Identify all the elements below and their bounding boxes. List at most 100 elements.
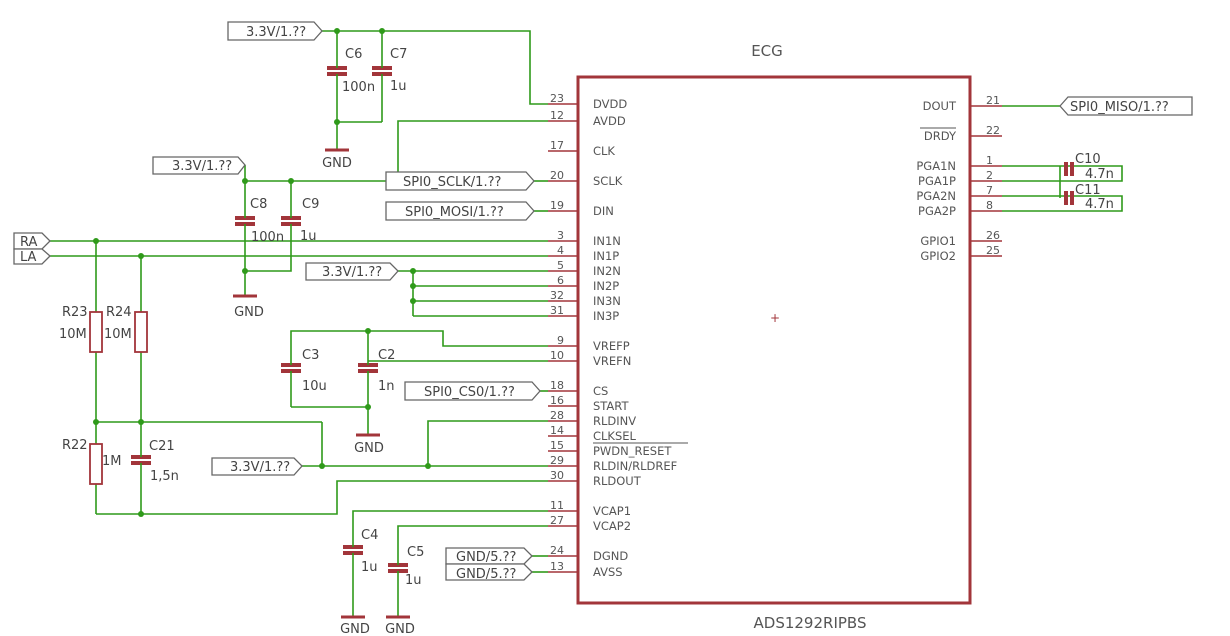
wires: [50, 30, 1123, 617]
ic-pin-in3p[interactable]: 31 IN3P: [548, 304, 619, 323]
pin-number: 10: [550, 349, 564, 362]
capacitor-c11[interactable]: C11 4.7n: [1064, 183, 1114, 212]
ground-symbol: GND: [322, 148, 352, 171]
svg-text:LA: LA: [20, 250, 37, 265]
capacitor-c7[interactable]: C7 1u: [372, 47, 407, 94]
svg-text:C10: C10: [1075, 152, 1101, 167]
pin-name: PGA1N: [916, 159, 956, 173]
flag-vdd-rld[interactable]: 3.3V/1.??: [211, 457, 303, 476]
flag-mosi[interactable]: SPI0_MOSI/1.??: [385, 201, 535, 221]
pin-name: IN1P: [593, 249, 619, 263]
resistor-r22[interactable]: R22 1M: [62, 438, 122, 485]
pin-name: START: [593, 399, 629, 413]
flag-vdd-in2[interactable]: 3.3V/1.??: [305, 262, 399, 281]
svg-text:R24: R24: [106, 305, 132, 320]
pin-name: IN1N: [593, 234, 621, 248]
svg-text:4.7n: 4.7n: [1085, 197, 1114, 212]
flag-la[interactable]: LA: [13, 248, 51, 265]
pin-name: IN2N: [593, 264, 621, 278]
svg-text:1u: 1u: [361, 560, 378, 575]
pin-number: 32: [550, 289, 564, 302]
svg-text:10M: 10M: [59, 327, 87, 342]
ic-pin-start[interactable]: 16 START: [548, 394, 629, 413]
ic-pin-vrefn[interactable]: 10 VREFN: [548, 349, 631, 368]
flag-vdd-mid[interactable]: 3.3V/1.??: [152, 156, 246, 175]
flag-sclk[interactable]: SPI0_SCLK/1.??: [385, 171, 535, 191]
capacitor-c5[interactable]: C5 1u: [388, 545, 424, 588]
pin-name: CLKSEL: [593, 429, 637, 443]
junctions: [93, 28, 431, 517]
pin-number: 31: [550, 304, 564, 317]
pin-name: GPIO1: [920, 234, 956, 248]
svg-text:3.3V/1.??: 3.3V/1.??: [246, 25, 306, 40]
resistor-r24[interactable]: R24 10M: [104, 305, 148, 353]
flag-cs0[interactable]: SPI0_CS0/1.??: [404, 381, 541, 401]
capacitor-c3[interactable]: C3 10u: [281, 348, 327, 394]
pin-number: 24: [550, 544, 564, 557]
capacitor-c2[interactable]: C2 1n: [358, 348, 395, 394]
flag-vdd-top[interactable]: 3.3V/1.??: [227, 21, 323, 41]
svg-text:100n: 100n: [342, 80, 375, 95]
resistor-r23[interactable]: R23 10M: [59, 305, 103, 353]
svg-text:GND: GND: [234, 305, 264, 320]
capacitor-c8[interactable]: C8 100n: [235, 197, 284, 245]
flag-ra[interactable]: RA: [13, 232, 51, 250]
ic-body[interactable]: [576, 75, 972, 605]
flag-miso[interactable]: SPI0_MISO/1.??: [1059, 96, 1193, 116]
capacitor-c4[interactable]: C4 1u: [343, 528, 378, 575]
pin-number: 29: [550, 454, 564, 467]
capacitor-c9[interactable]: C9 1u: [281, 197, 319, 244]
pin-name: RLDOUT: [593, 474, 642, 488]
svg-text:GND: GND: [385, 622, 415, 636]
svg-text:1n: 1n: [378, 379, 395, 394]
pin-name: DRDY: [924, 129, 957, 143]
svg-text:GND/5.??: GND/5.??: [456, 567, 516, 582]
pin-name: VREFN: [593, 354, 631, 368]
pin-number: 20: [550, 169, 564, 182]
capacitor-c10[interactable]: C10 4.7n: [1064, 152, 1114, 182]
svg-text:SPI0_SCLK/1.??: SPI0_SCLK/1.??: [403, 175, 501, 190]
pin-name: IN3P: [593, 309, 619, 323]
pin-number: 25: [986, 244, 1000, 257]
svg-text:3.3V/1.??: 3.3V/1.??: [172, 159, 232, 174]
pin-number: 11: [550, 499, 564, 512]
pin-number: 16: [550, 394, 564, 407]
flag-gnd-avss[interactable]: GND/5.??: [445, 563, 533, 582]
svg-text:4.7n: 4.7n: [1085, 167, 1114, 182]
pin-name: DIN: [593, 204, 614, 218]
capacitor-c21[interactable]: C21 1,5n: [131, 439, 179, 484]
flag-gnd-dgnd[interactable]: GND/5.??: [445, 547, 533, 565]
svg-text:C21: C21: [149, 439, 175, 454]
capacitor-c6[interactable]: C6 100n: [327, 47, 375, 95]
